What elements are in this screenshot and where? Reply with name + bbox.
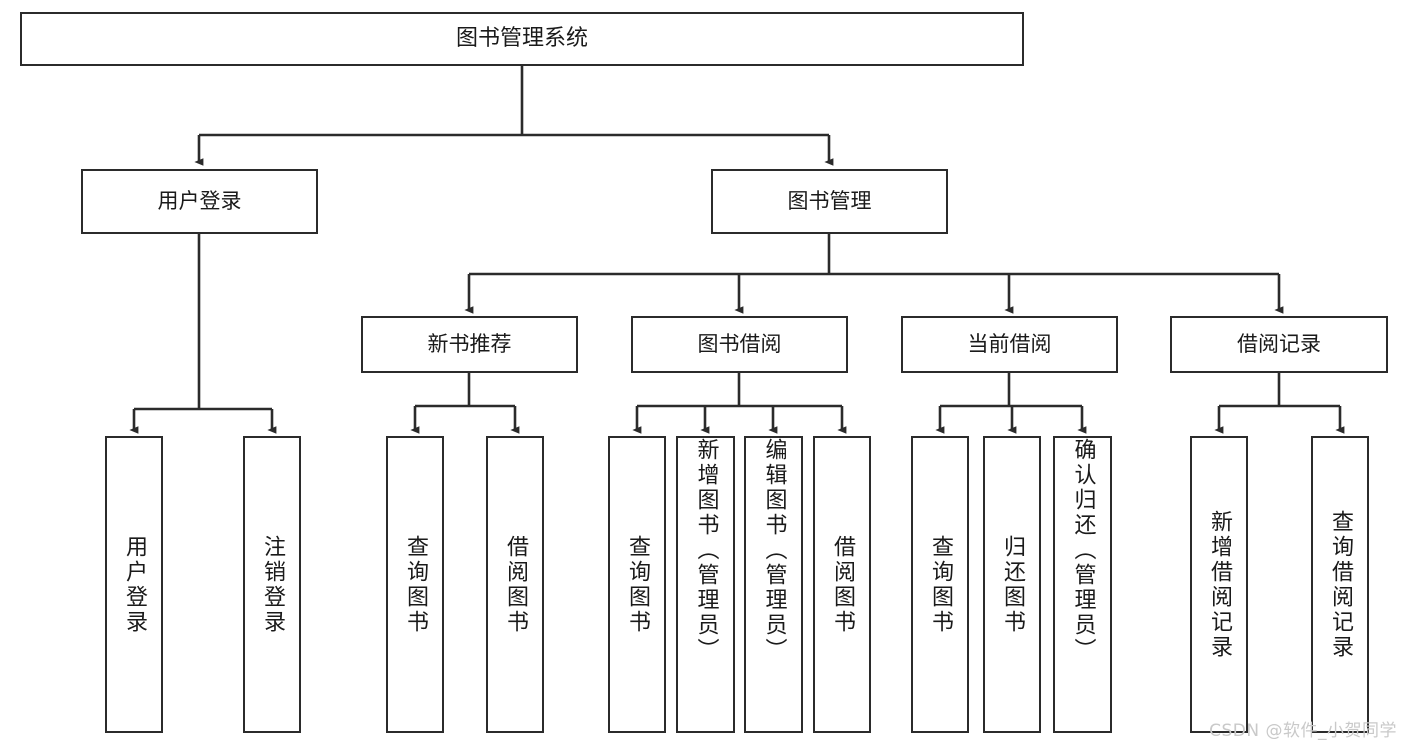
node-leaf-edit-book-label: 编辑图书（管理员） bbox=[761, 438, 787, 663]
node-leaf-borrow-book-2[interactable]: 借阅图书 bbox=[813, 436, 871, 733]
node-leaf-borrow-book-1[interactable]: 借阅图书 bbox=[486, 436, 544, 733]
node-leaf-confirm-return-label: 确认归还（管理员） bbox=[1070, 438, 1096, 663]
node-new-book-rec-label: 新书推荐 bbox=[427, 332, 512, 357]
node-leaf-query-record[interactable]: 查询借阅记录 bbox=[1311, 436, 1369, 733]
node-leaf-borrow-book-1-label: 借阅图书 bbox=[503, 534, 528, 635]
node-book-manage-label: 图书管理 bbox=[787, 189, 872, 214]
node-leaf-query-book-1-label: 查询图书 bbox=[403, 534, 428, 635]
node-new-book-rec[interactable]: 新书推荐 bbox=[361, 316, 578, 373]
node-root[interactable]: 图书管理系统 bbox=[20, 12, 1024, 66]
node-current-borrow[interactable]: 当前借阅 bbox=[901, 316, 1118, 373]
node-leaf-edit-book[interactable]: 编辑图书（管理员） bbox=[744, 436, 803, 733]
node-leaf-logout-label: 注销登录 bbox=[260, 534, 285, 635]
node-borrow-record[interactable]: 借阅记录 bbox=[1170, 316, 1388, 373]
node-book-borrow-label: 图书借阅 bbox=[697, 332, 782, 357]
node-current-borrow-label: 当前借阅 bbox=[967, 332, 1052, 357]
node-leaf-user-login[interactable]: 用户登录 bbox=[105, 436, 163, 733]
node-book-manage[interactable]: 图书管理 bbox=[711, 169, 948, 234]
csdn-watermark: CSDN @软件_小贺同学 bbox=[1209, 721, 1397, 741]
node-leaf-confirm-return[interactable]: 确认归还（管理员） bbox=[1053, 436, 1112, 733]
node-leaf-query-book-1[interactable]: 查询图书 bbox=[386, 436, 444, 733]
node-leaf-add-record-label: 新增借阅记录 bbox=[1207, 509, 1232, 660]
node-borrow-record-label: 借阅记录 bbox=[1237, 332, 1321, 357]
node-leaf-return-book[interactable]: 归还图书 bbox=[983, 436, 1041, 733]
node-book-borrow[interactable]: 图书借阅 bbox=[631, 316, 848, 373]
node-leaf-query-book-3-label: 查询图书 bbox=[928, 534, 953, 635]
node-leaf-query-record-label: 查询借阅记录 bbox=[1328, 509, 1353, 660]
node-leaf-return-book-label: 归还图书 bbox=[1000, 534, 1025, 635]
node-root-label: 图书管理系统 bbox=[455, 26, 588, 52]
node-leaf-user-login-label: 用户登录 bbox=[122, 534, 147, 635]
node-leaf-query-book-2[interactable]: 查询图书 bbox=[608, 436, 666, 733]
node-leaf-query-book-2-label: 查询图书 bbox=[625, 534, 650, 635]
node-user-login[interactable]: 用户登录 bbox=[81, 169, 318, 234]
node-leaf-borrow-book-2-label: 借阅图书 bbox=[830, 534, 855, 635]
node-user-login-label: 用户登录 bbox=[157, 189, 242, 214]
node-leaf-query-book-3[interactable]: 查询图书 bbox=[911, 436, 969, 733]
node-leaf-add-book[interactable]: 新增图书（管理员） bbox=[676, 436, 735, 733]
node-leaf-add-record[interactable]: 新增借阅记录 bbox=[1190, 436, 1248, 733]
node-leaf-add-book-label: 新增图书（管理员） bbox=[693, 438, 719, 663]
node-leaf-logout[interactable]: 注销登录 bbox=[243, 436, 301, 733]
